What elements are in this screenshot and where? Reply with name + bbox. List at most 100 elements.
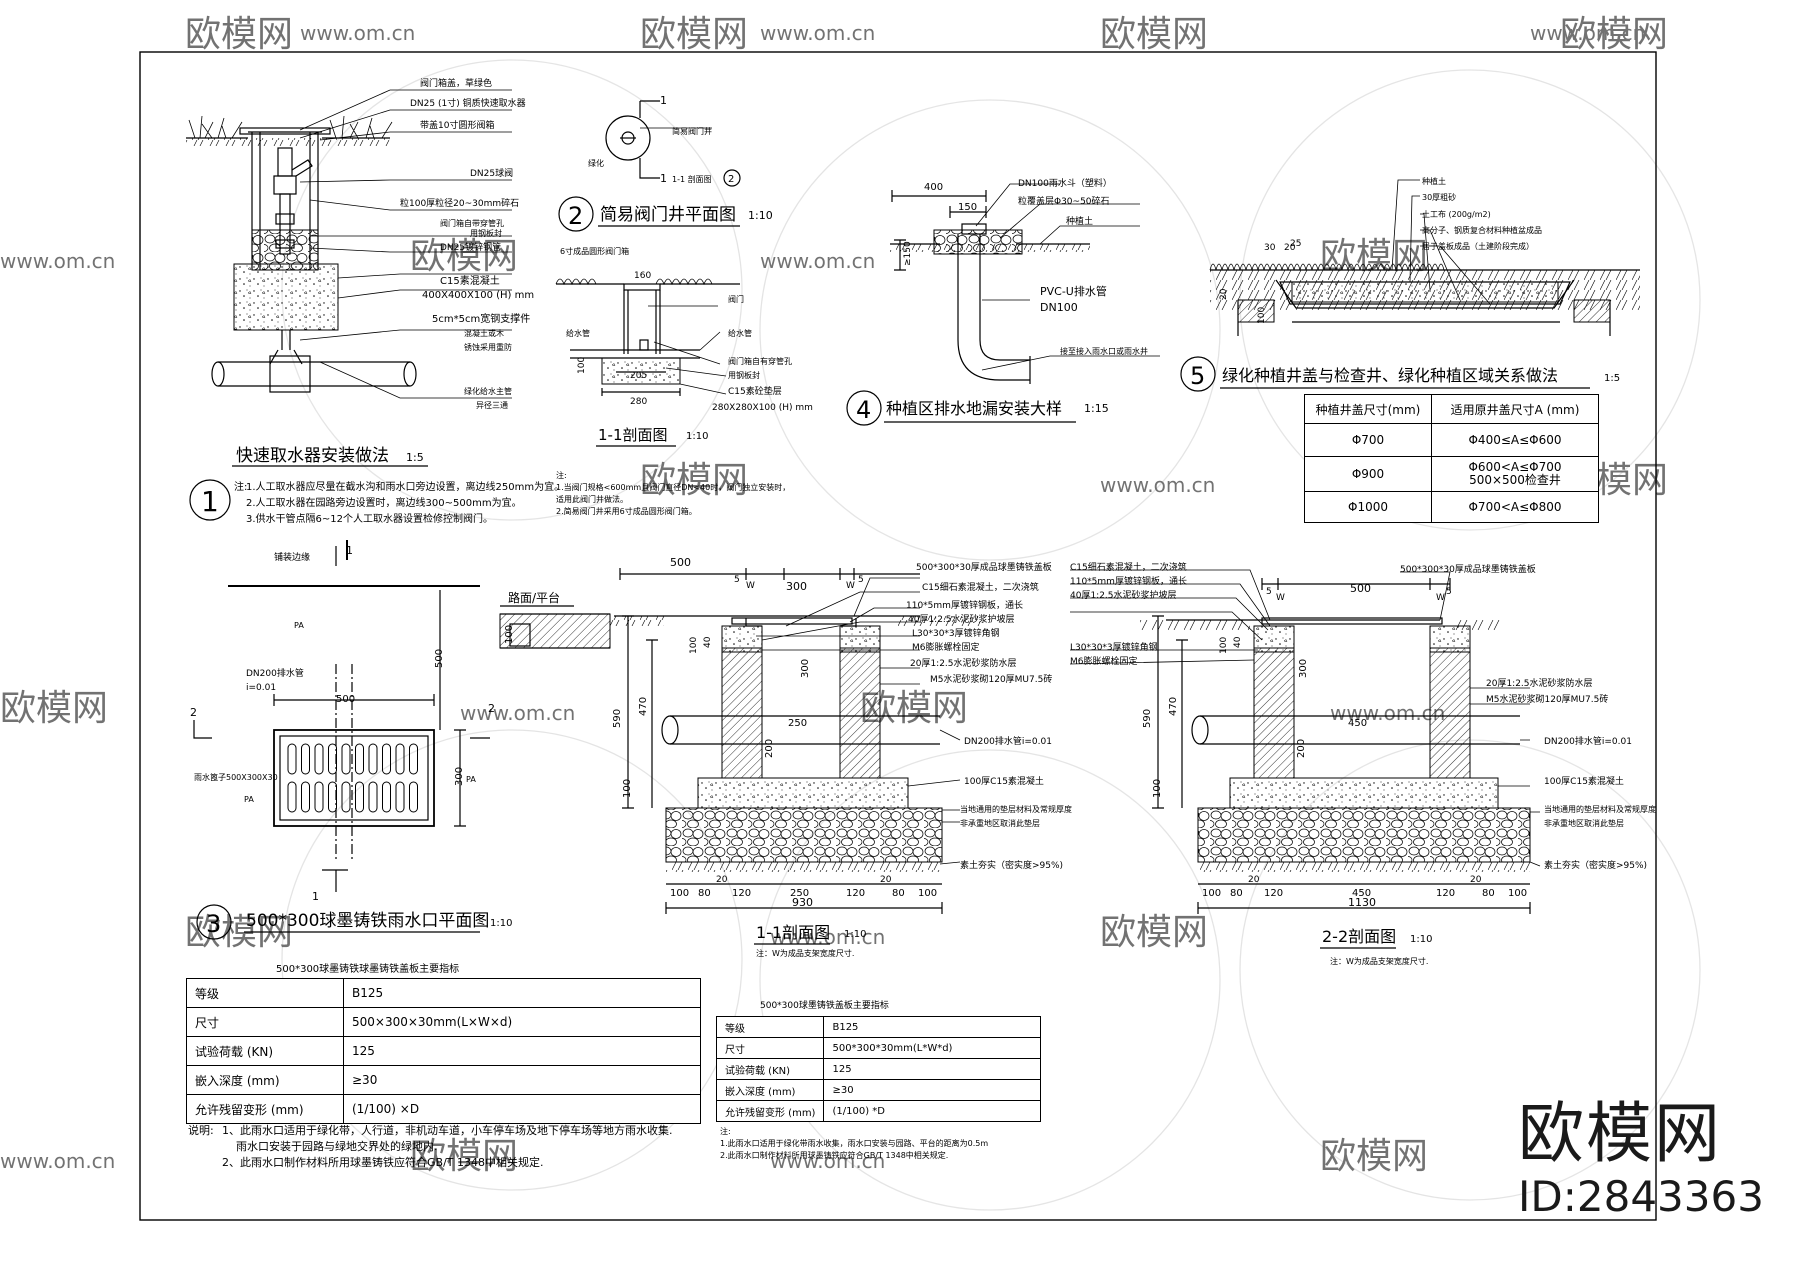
watermark-url: www.om.cn — [300, 21, 415, 45]
s2-dim-1: W — [1276, 593, 1285, 603]
d2-section-scale: 1:10 — [686, 431, 708, 442]
detail-1-water-outlet: 阀门箱盖，草绿色 DN25 (1寸) 铜质快速取水器 带盖10寸圆形阀箱 DN2… — [186, 77, 564, 525]
s1-label-11: 非承重地区取消此垫层 — [960, 818, 1040, 828]
d2-sec-label-3: 100 — [577, 357, 587, 374]
d4-scale: 1:15 — [1084, 402, 1109, 415]
d2-sec-label-1: 160 — [634, 271, 651, 281]
d3-note-1: 雨水口安装于园路与绿地交界处的绿地内. — [236, 1139, 438, 1153]
d2-plan-label-1: 绿化 — [588, 158, 604, 168]
watermark-url: www.om.cn — [770, 1149, 885, 1173]
d5-label-1: 30厚粗砂 — [1422, 192, 1456, 202]
d1-label-1: DN25 (1寸) 铜质快速取水器 — [410, 97, 526, 109]
s1-dim-13: 200 — [764, 739, 775, 758]
d1-label-10: 5cm*5cm宽钢支撑件 — [432, 312, 530, 325]
s2-label-11: 非承重地区取消此垫层 — [1544, 818, 1624, 828]
s2-dim-16: 120 — [1264, 888, 1283, 899]
d3-label-10: 1 — [346, 544, 353, 557]
s1-dim-16: 80 — [698, 888, 711, 899]
watermark-brand: 欧模网 — [1560, 14, 1668, 55]
d3-notes-prefix: 说明: — [188, 1123, 214, 1137]
s1-dim-7: 100 — [689, 637, 699, 654]
d3-label-0: 铺装边缘 — [274, 551, 310, 563]
s2-dim-12: 100 — [1152, 779, 1163, 798]
d2-notes-prefix: 注: — [556, 470, 567, 480]
watermark-url: www.om.cn — [770, 925, 885, 949]
d4-title: 种植区排水地漏安装大样 — [886, 399, 1062, 418]
s1-note: 注：W为成品支架宽度尺寸. — [756, 948, 854, 958]
d5-label-8: 20 — [1219, 288, 1229, 300]
s1-dim-9: 300 — [800, 659, 811, 678]
d5-row-1-col-1: Φ600<A≤Φ700 500×500检查井 — [1431, 456, 1599, 492]
t2-t-4-1: (1/100) *D — [823, 1100, 1042, 1122]
d2-section-title: 1-1剖面图 — [598, 426, 668, 444]
d3-label-12: 2 — [190, 706, 197, 719]
s2-dim-18: 120 — [1436, 888, 1455, 899]
s1-dim-17: 20 — [716, 875, 728, 885]
s1-dim-20: 120 — [846, 888, 865, 899]
watermark-layer: 欧模网 欧模网 欧模网 欧模网 欧模网 欧模网 欧模网 欧模网 欧模网 欧模网 … — [0, 14, 1701, 1211]
grate-slot — [368, 781, 378, 813]
d5-number-circle — [1180, 356, 1216, 392]
s2-dim-21: 100 — [1508, 888, 1527, 899]
s1-label-4: L30*30*3厚镀锌角钢 — [912, 627, 1000, 639]
t2-t-0-1: B125 — [823, 1016, 1042, 1038]
s1-label-7: M5水泥砂浆砌120厚MU7.5砖 — [930, 673, 1052, 685]
d3-t-3-0: 嵌入深度 (mm) — [186, 1065, 344, 1095]
t2-t-3-0: 嵌入深度 (mm) — [715, 1079, 825, 1101]
d2-sec-label-9: 用钢板封 — [728, 370, 760, 380]
d4-number-circle — [846, 390, 882, 426]
s2-label-0: 500*300*30厚成品球墨铸铁盖板 — [1400, 563, 1536, 575]
d2-sec-label-7: 给水管 — [728, 328, 752, 338]
detail-5-planting-cover: 种植土 30厚粗砂 土工布 (200g/m2) 高分子、钢质复合材料种植盆成品 … — [1180, 176, 1640, 392]
d3-label-9: PA — [466, 775, 476, 784]
d3-scale: 1:10 — [490, 918, 512, 929]
d5-row-0-col-1: Φ400≤A≤Φ600 — [1431, 423, 1599, 457]
d3-t-3-1: ≥30 — [343, 1065, 701, 1095]
d3-t-4-1: (1/100) ×D — [343, 1094, 701, 1124]
d5-label-5: 30 — [1264, 243, 1276, 253]
watermark-brand: 欧模网 — [0, 688, 108, 729]
s2-dim-14: 80 — [1230, 888, 1243, 899]
t2-t-2-1: 125 — [823, 1058, 1042, 1080]
s1-label-2: 110*5mm厚镀锌钢板，通长 — [906, 599, 1023, 611]
d3-t-4-0: 允许残留变形 (mm) — [186, 1094, 344, 1124]
s1-dim-2: W — [746, 581, 755, 591]
d4-label-1: 150 — [958, 202, 977, 213]
detail-3-gully-plan: 铺装边缘 PA DN200排水管 i=0.01 500 雨水篦子500X300X… — [188, 540, 673, 1169]
d2-sec-label-10: C15素砼垫层 — [728, 385, 782, 397]
s1-dim-5: 5 — [858, 575, 864, 585]
s1-dim-11: 470 — [638, 697, 649, 716]
s1-dim-19: 250 — [790, 888, 809, 899]
d1-label-9: 400X400X100 (H) mm — [422, 290, 534, 301]
s2-note: 注：W为成品支架宽度尺寸. — [1330, 956, 1428, 966]
grate-slot — [314, 781, 324, 813]
grate-slot — [395, 743, 405, 775]
d3-note-0: 1、此雨水口适用于绿化带，人行道，非机动车道，小车停车场及地下停车场等地方雨水收… — [222, 1123, 673, 1137]
d2-note-2: 2.简易阀门井采用6寸成品圆形阀门箱。 — [556, 506, 697, 516]
d3-label-8: PA — [244, 795, 254, 804]
d3-grate — [273, 729, 435, 827]
d2-sec-label-0: 6寸成品圆形阀门箱 — [560, 246, 629, 256]
grate-slot — [301, 743, 310, 775]
d4-label-6: PVC-U排水管 — [1040, 284, 1107, 298]
s2-label-8: DN200排水管i=0.01 — [1544, 735, 1632, 747]
watermark-brand: 欧模网 — [1320, 1136, 1428, 1177]
s2-dim-13: 100 — [1202, 888, 1221, 899]
brand-logo: 欧模网 — [1518, 1095, 1722, 1172]
d3-t-0-0: 等级 — [186, 978, 344, 1008]
d4-label-7: DN100 — [1040, 301, 1078, 314]
d4-label-0: 400 — [924, 182, 943, 193]
s2-label-2: 110*5mm厚镀锌钢板，通长 — [1070, 575, 1187, 587]
d5-title: 绿化种植井盖与检查井、绿化种植区域关系做法 — [1222, 366, 1558, 385]
s1-label-10: 当地通用的垫层材料及常规厚度 — [960, 804, 1072, 814]
d5-label-3: 高分子、钢质复合材料种植盆成品 — [1422, 225, 1542, 235]
s1-dim-15: 100 — [670, 888, 689, 899]
grate-slot — [328, 781, 337, 813]
s2-dim-5: 100 — [1219, 637, 1229, 654]
table-2-notes: 500*300球墨铸铁盖板主要指标 注: 1.此雨水口适用于绿化带雨水收集，雨水… — [720, 999, 988, 1160]
grate-slot — [287, 743, 297, 775]
d1-label-13: 绿化给水主管 — [464, 386, 512, 396]
drawing-frame — [139, 51, 1657, 1221]
s1-label-6: 20厚1:2.5水泥砂浆防水层 — [910, 657, 1017, 669]
